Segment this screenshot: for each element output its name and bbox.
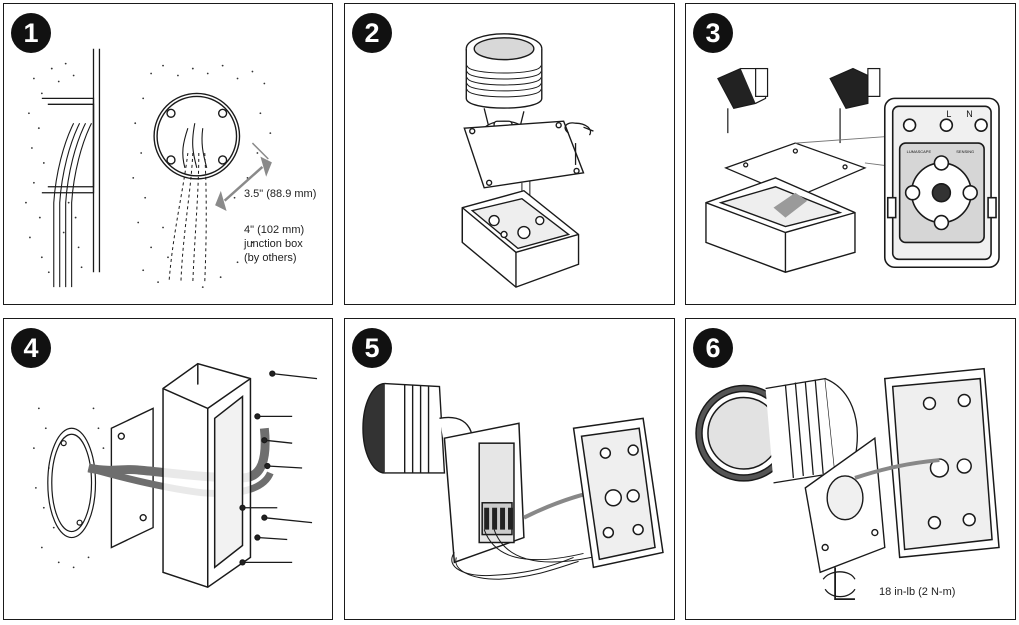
wall-texture: [33, 407, 105, 569]
drill-right: [829, 67, 881, 144]
step-5-panel: 5: [344, 318, 675, 620]
dimension-label: 3.5" (88.9 mm): [244, 188, 317, 200]
hex-key: [564, 122, 594, 165]
fixture-fins: [466, 65, 542, 98]
step-5-badge: 5: [352, 328, 392, 368]
down-arrow: [773, 192, 808, 218]
back-box-side: [162, 362, 252, 589]
back-box-open: [705, 177, 856, 273]
back-box: [461, 189, 580, 288]
wall-cutaway: [41, 48, 101, 273]
step-3-badge: 3: [693, 13, 733, 53]
step-1-panel: 1: [3, 3, 333, 305]
step-4-badge: 4: [11, 328, 51, 368]
model-text: SENSING: [956, 149, 974, 154]
step-4-panel: 4: [3, 318, 333, 620]
junction-box-label-line3: (by others): [244, 252, 297, 264]
driver-tray: [443, 422, 525, 564]
step-6-badge: 6: [693, 328, 733, 368]
drill-mounting-illustration: L N LUMASCAPE SENSING: [705, 67, 1000, 273]
hex-key-torque: [822, 567, 856, 601]
step-1-badge: 1: [11, 13, 51, 53]
junction-box-label-line2: junction box: [244, 238, 303, 250]
junction-box-label-line1: 4" (102 mm): [244, 224, 305, 236]
terminal-letter-n: N: [966, 109, 972, 119]
step-2-panel: 2: [344, 3, 675, 305]
fixture-body: [765, 377, 858, 484]
connection-wires: [451, 529, 592, 580]
wires-junction: [168, 152, 207, 283]
brand-text: LUMASCAPE: [907, 149, 932, 154]
back-box-front-view: [883, 97, 1000, 269]
dimension-arrow: [215, 142, 272, 212]
back-box-open: [572, 417, 664, 569]
wall-texture-right: [132, 64, 272, 289]
wires-left: [53, 122, 92, 288]
back-box-open: [883, 367, 1000, 559]
fixture-head: [465, 33, 543, 109]
wall-texture-left: [25, 62, 83, 274]
round-junction-box: [47, 427, 97, 539]
mounting-screws: [239, 370, 318, 566]
cover-plate: [804, 436, 886, 574]
junction-box-wall-illustration: [25, 48, 272, 289]
drill-left: [717, 67, 769, 134]
step-2-badge: 2: [352, 13, 392, 53]
final-assembly-illustration: [695, 367, 1000, 601]
wires-into-box: [182, 123, 208, 169]
torque-label: 18 in-lb (2 N-m): [879, 586, 956, 598]
terminal-block: [484, 507, 513, 530]
step-3-panel: 3: [685, 3, 1016, 305]
step-6-panel: 6 18 in-lb (2 N-m): [685, 318, 1016, 620]
junction-box-round: [153, 92, 241, 180]
terminal-letter-l: L: [946, 109, 951, 119]
fixture-disassembly-illustration: [461, 33, 594, 288]
cable: [854, 458, 940, 480]
wire-connection-illustration: [362, 382, 664, 580]
wiring-through-box-illustration: [33, 362, 318, 589]
mounting-plate: [463, 120, 585, 189]
